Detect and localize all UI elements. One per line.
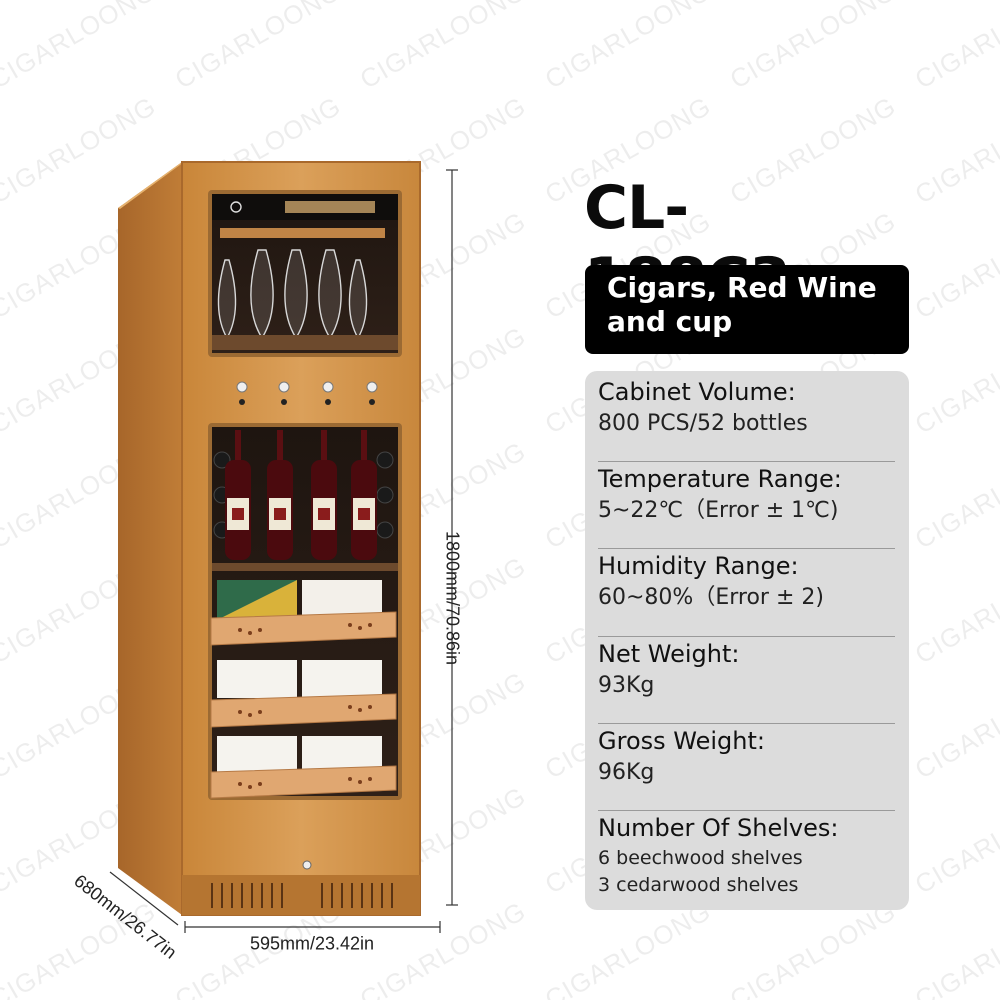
watermark-text: CIGARLOONG [909,205,1000,325]
product-type-badge: Cigars, Red Wine and cup [585,265,909,354]
product-type-line: and cup [607,305,733,338]
watermark-text: CIGARLOONG [909,665,1000,785]
spec-value: 3 cedarwood shelves [598,874,799,896]
spec-value: 6 beechwood shelves [598,847,803,869]
spec-net-weight: Net Weight: 93Kg [598,637,895,724]
spec-value: 800 PCS/52 bottles [598,411,808,436]
watermark-text: CIGARLOONG [909,550,1000,670]
watermark-text: CIGARLOONG [724,895,902,1000]
watermark-text: CIGARLOONG [724,0,902,95]
specifications-panel: Cabinet Volume: 800 PCS/52 bottles Tempe… [585,371,909,910]
spec-value: 60~80%（Error ± 2) [598,585,824,610]
product-illustration: 1800mm/70.86in 595mm/23.42in 680mm/26.77… [70,161,463,963]
spec-cabinet-volume: Cabinet Volume: 800 PCS/52 bottles [598,375,895,462]
spec-label: Gross Weight: [598,727,765,755]
product-type-line: Cigars, Red Wine [607,271,877,304]
spec-value: 93Kg [598,673,655,698]
spec-humidity-range: Humidity Range: 60~80%（Error ± 2) [598,549,895,637]
spec-label: Number Of Shelves: [598,814,839,842]
height-dimension-label: 1800mm/70.86in [442,530,463,666]
spec-label: Cabinet Volume: [598,378,796,406]
watermark-text: CIGARLOONG [909,320,1000,440]
watermark-text: CIGARLOONG [909,0,1000,95]
spec-value: 5~22℃（Error ± 1℃) [598,498,839,523]
watermark-text: CIGARLOONG [539,0,717,95]
watermark-text: CIGARLOONG [539,895,717,1000]
spec-gross-weight: Gross Weight: 96Kg [598,724,895,811]
width-dimension-label: 595mm/23.42in [249,933,375,954]
spec-label: Net Weight: [598,640,740,668]
spec-label: Humidity Range: [598,552,799,580]
spec-value: 96Kg [598,760,655,785]
watermark-text: CIGARLOONG [909,435,1000,555]
spec-number-of-shelves: Number Of Shelves: 6 beechwood shelves 3… [598,811,895,899]
watermark-text: CIGARLOONG [909,895,1000,1000]
watermark-text: CIGARLOONG [909,90,1000,210]
spec-label: Temperature Range: [598,465,842,493]
spec-temperature-range: Temperature Range: 5~22℃（Error ± 1℃) [598,462,895,549]
watermark-text: CIGARLOONG [909,780,1000,900]
wine-cigar-cabinet-image [109,161,458,933]
